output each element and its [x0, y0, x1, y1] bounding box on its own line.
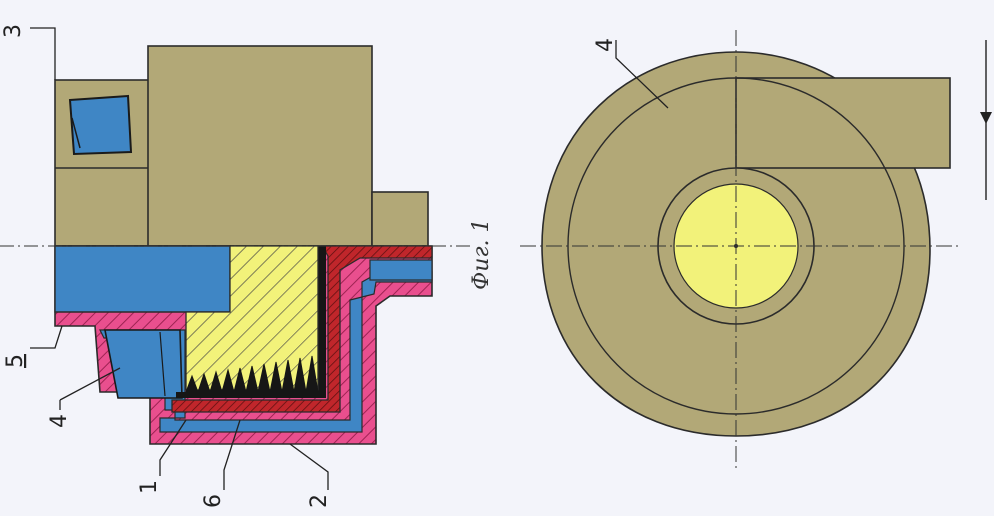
plan-label-4: 4	[593, 38, 618, 52]
block-4	[104, 329, 183, 399]
window-3	[68, 94, 133, 156]
label-3: 3	[1, 24, 26, 38]
label-5: 5	[3, 354, 28, 368]
plan-view: 4	[520, 30, 992, 470]
housing-top-main	[147, 45, 373, 247]
label-4: 4	[47, 414, 72, 428]
filter-teeth	[185, 355, 319, 394]
label-2: 2	[307, 494, 332, 508]
figure-caption: Фиг. 1	[469, 218, 494, 290]
inner-layer	[54, 245, 231, 313]
tangent-outlet	[735, 77, 951, 169]
outlet-pipe	[371, 191, 429, 247]
label-1: 1	[137, 480, 162, 494]
label-6: 6	[201, 494, 226, 508]
red-liner	[171, 245, 433, 413]
arrow-down-icon	[980, 40, 992, 200]
section-view: 3 5 4 1 6 2 Фиг. 1	[0, 24, 494, 508]
